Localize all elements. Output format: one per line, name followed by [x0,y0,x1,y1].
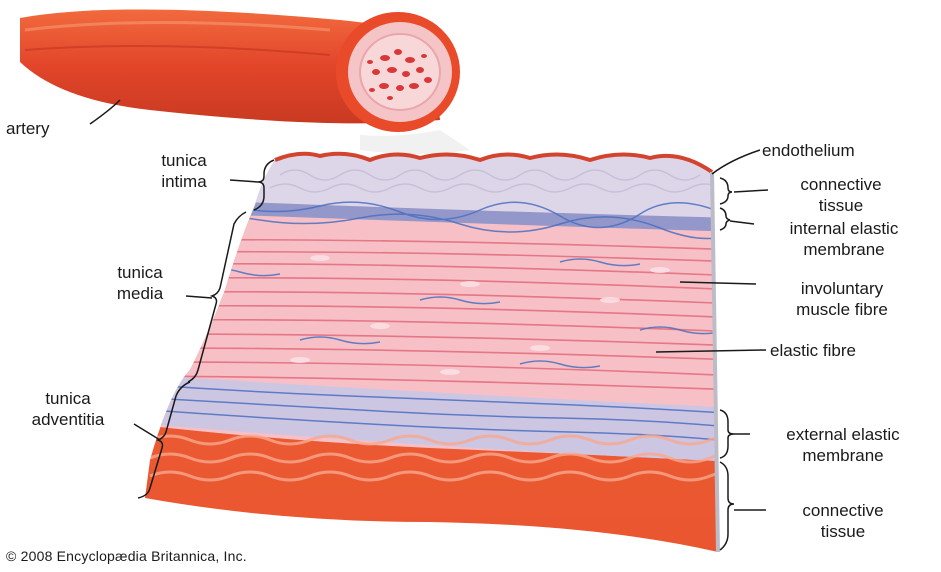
artery-tube [20,9,470,154]
label-artery: artery [6,118,49,139]
label-endothelium: endothelium [762,140,855,161]
copyright-text: © 2008 Encyclopædia Britannica, Inc. [6,548,247,564]
right-braces [720,178,734,550]
label-elastic-fibre: elastic fibre [770,340,856,361]
